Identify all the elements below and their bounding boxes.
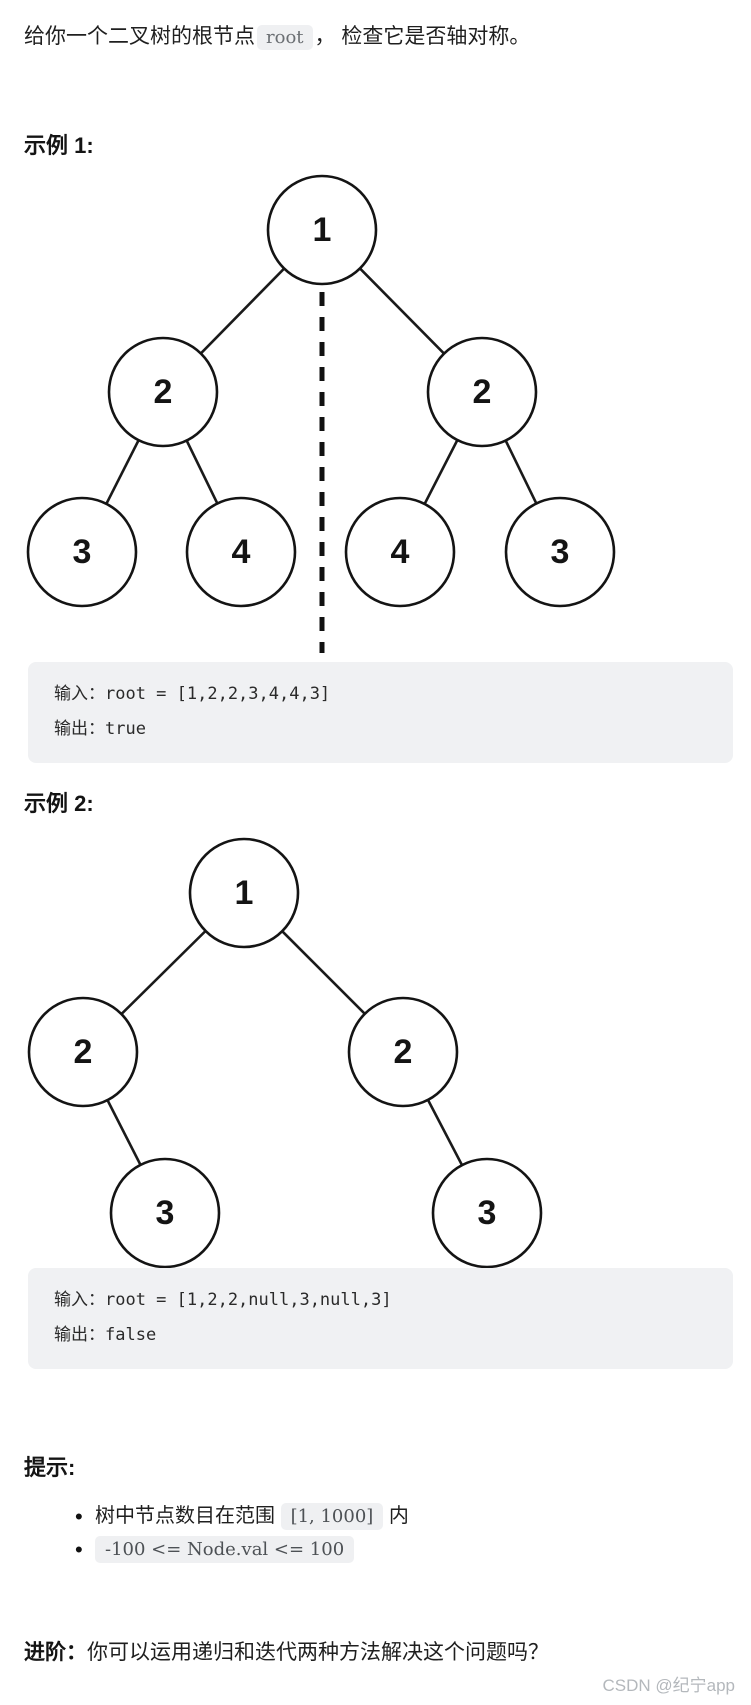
tree-node (109, 1157, 221, 1269)
bullet-icon: • (75, 1537, 83, 1562)
input-value: root = [1,2,2,3,4,4,3] (105, 684, 331, 704)
output-value: true (105, 719, 146, 739)
tree-node-value: 1 (235, 874, 254, 912)
tree-node-value: 2 (74, 1033, 93, 1071)
tree-node (344, 496, 456, 608)
hint-item-node-count: • 树中节点数目在范围 [1, 1000] 内 (75, 1500, 715, 1533)
tree-node (426, 336, 538, 448)
hint-item-value-range: • -100 <= Node.val <= 100 (75, 1533, 715, 1566)
example2-io-box: 输入：root = [1,2,2,null,3,null,3] 输出：false (28, 1268, 733, 1369)
tree-node-value: 3 (73, 533, 92, 571)
example1-tree-diagram: 1 2 2 3 4 4 3 (26, 174, 616, 653)
input-value: root = [1,2,2,null,3,null,3] (105, 1290, 392, 1310)
hint2-code-chip: -100 <= Node.val <= 100 (95, 1536, 355, 1563)
example2-heading: 示例 2: (24, 791, 94, 816)
example1-output-line: 输出：true (54, 712, 707, 747)
example2-input-line: 输入：root = [1,2,2,null,3,null,3] (54, 1283, 707, 1318)
bullet-icon: • (75, 1504, 83, 1529)
example1-heading: 示例 1: (24, 133, 94, 158)
tree-node-value: 3 (551, 533, 570, 571)
output-label: 输出： (54, 1325, 105, 1345)
tree-node (431, 1157, 543, 1269)
tree-node (26, 496, 138, 608)
csdn-watermark: CSDN @纪宁app (602, 1676, 735, 1695)
hints-list: • 树中节点数目在范围 [1, 1000] 内 • -100 <= Node.val… (75, 1500, 715, 1566)
example1-io-box: 输入：root = [1,2,2,3,4,4,3] 输出：true (28, 662, 733, 763)
root-code-chip: root (257, 25, 313, 50)
example2-tree-diagram: 1 2 2 3 3 (27, 837, 543, 1269)
input-label: 输入： (54, 1290, 105, 1310)
followup-label: 进阶： (24, 1641, 87, 1664)
tree-node-value: 4 (232, 533, 251, 571)
input-label: 输入： (54, 684, 105, 704)
tree-node (188, 837, 300, 949)
hint1-code-chip: [1, 1000] (280, 1503, 384, 1530)
hint1-suffix: 内 (383, 1505, 409, 1527)
tree-node-value: 2 (394, 1033, 413, 1071)
hints-heading: 提示: (24, 1455, 76, 1480)
tree-node-value: 3 (478, 1194, 497, 1232)
followup-text: 你可以运用递归和迭代两种方法解决这个问题吗？ (87, 1641, 549, 1664)
tree-node (27, 996, 139, 1108)
tree-node (504, 496, 616, 608)
tree-node (347, 996, 459, 1108)
example1-input-line: 输入：root = [1,2,2,3,4,4,3] (54, 677, 707, 712)
tree-node-value: 2 (473, 373, 492, 411)
tree-node (107, 336, 219, 448)
tree-node (185, 496, 297, 608)
tree-node-value: 2 (154, 373, 173, 411)
followup-note: 进阶：你可以运用递归和迭代两种方法解决这个问题吗？ (24, 1637, 724, 1668)
tree-node-value: 4 (391, 533, 410, 571)
output-label: 输出： (54, 719, 105, 739)
output-value: false (105, 1325, 157, 1345)
tree-node (266, 174, 378, 286)
hint1-prefix: 树中节点数目在范围 (95, 1505, 281, 1527)
statement-prefix: 给你一个二叉树的根节点 (24, 25, 255, 48)
tree-node-value: 1 (313, 211, 332, 249)
tree-node-value: 3 (156, 1194, 175, 1232)
statement-suffix: ， 检查它是否轴对称。 (314, 25, 531, 48)
example2-output-line: 输出：false (54, 1318, 707, 1353)
